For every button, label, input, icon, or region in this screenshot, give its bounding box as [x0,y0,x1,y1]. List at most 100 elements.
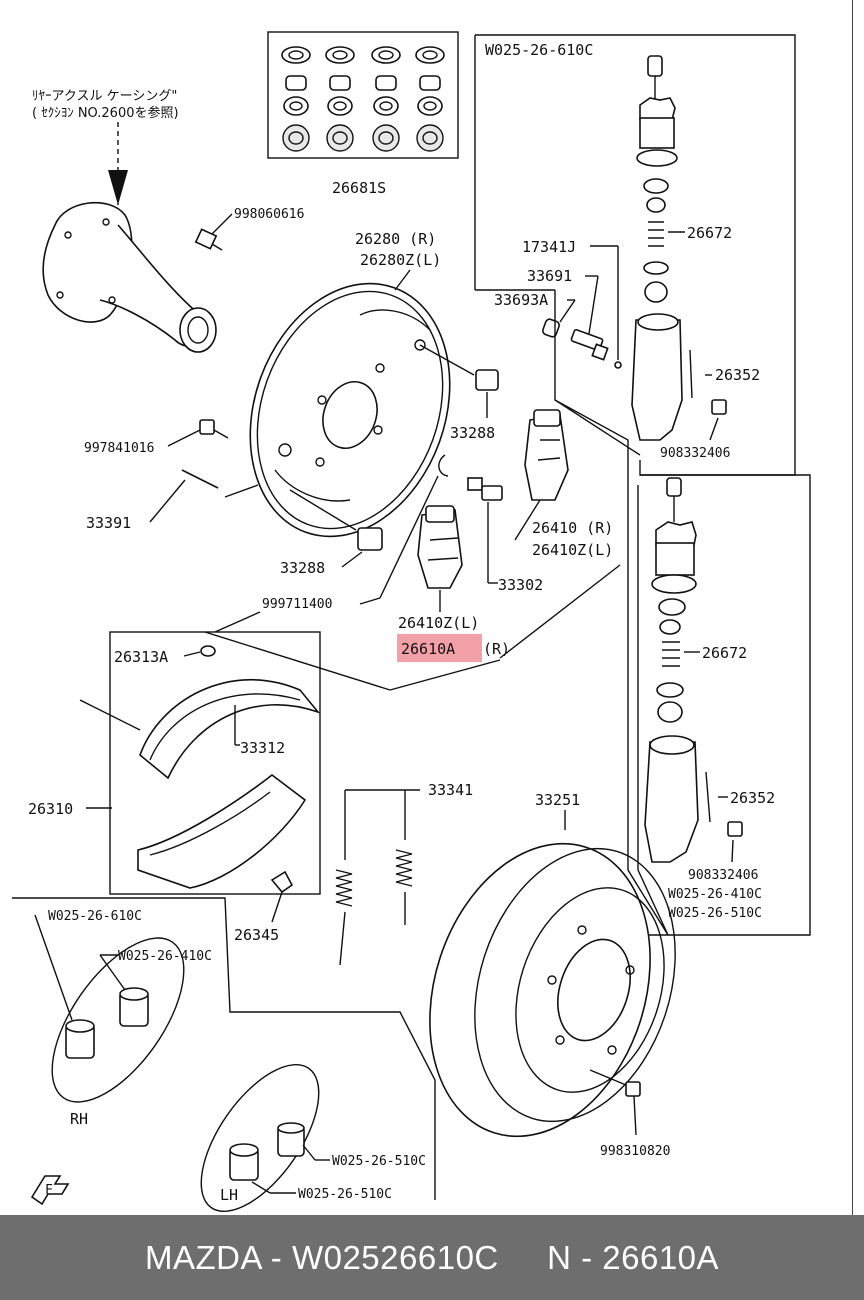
label-26672a: 26672 [687,224,732,242]
clip-33288-upper [419,344,499,391]
seal-kit-parts [281,46,445,152]
cap-33693A [542,318,560,338]
leader-33391 [149,479,186,523]
leader-997841016 [167,429,201,447]
brake-lining-33312 [139,679,321,780]
footer-text: MAZDA - W02526610C N - 26610A [144,1238,720,1276]
parts-diagram: ﾘﾔｰアクスル ケーシング" ( ｾｸｼﾖﾝ NO.2600を参照) 26681… [12,31,811,1213]
leader-33288-lower [341,551,363,568]
lh-label-1: W025-26-510C [332,1154,426,1169]
rh-leader-frame [12,897,436,1200]
lh-cup-b [229,1143,259,1181]
leader-33691 [587,275,599,341]
label-26610A-side: (R) [483,640,510,658]
label-26280: 26280 (R) [355,230,436,248]
label-26410ZL-right: 26410Z(L) [532,541,613,559]
wheel-cylinder-lower [417,505,463,589]
label-33302: 33302 [498,576,543,594]
note-jp-line1: ﾘﾔｰアクスル ケーシング" [32,89,177,104]
brake-drum-33251 [429,842,676,1138]
label-999711400: 999711400 [262,597,332,612]
bolt-998310820 [625,1081,641,1097]
leader-908332406b [731,839,734,863]
front-mark: F [45,1183,53,1198]
label-26310: 26310 [28,800,73,818]
seal-kit-box [267,31,459,159]
rh-cup-b [65,1019,95,1059]
bleeder-33691 [570,328,609,361]
leader-33693A [559,299,576,323]
circlip [438,454,449,477]
kit-top-title: W025-26-610C [485,41,593,59]
kit-box-lower [640,474,811,936]
label-908332406a: 908332406 [660,446,730,461]
bolt-998060616 [194,228,223,251]
highlight-26610A [397,634,482,662]
leader-26410 [514,499,541,541]
clip-33288-lower [289,489,383,551]
label-998060616: 998060616 [234,207,304,222]
label-998310820: 998310820 [600,1144,670,1159]
bolt-997841016 [199,419,229,439]
label-997841016: 997841016 [84,441,154,456]
lh-cup-a [277,1122,305,1157]
clip-26345 [270,870,294,894]
label-33312: 33312 [240,739,285,757]
lh-label-2: W025-26-510C [298,1187,392,1202]
front-arrow-icon [30,1175,70,1206]
plug-26313A [200,645,216,657]
rh-label-2: W025-26-410C [118,949,212,964]
label-33288-lower: 33288 [280,559,325,577]
page-border [852,0,853,1215]
pin-33391 [181,469,219,489]
label-33391: 33391 [86,514,131,532]
rh-oval [51,937,185,1103]
label-33251: 33251 [535,791,580,809]
label-26280Z: 26280Z(L) [360,251,441,269]
kit-mid-2: W025-26-510C [668,906,762,921]
rh-label-1: W025-26-610C [48,909,142,924]
leader-26345 [271,891,283,923]
footer-bar: MAZDA - W02526610C N - 26610A [0,1215,864,1300]
label-26681S: 26681S [332,179,386,197]
lh-caption: LH [220,1186,238,1204]
label-26410R: 26410 (R) [532,519,613,537]
backing-plate [249,282,451,538]
label-17341J: 17341J [522,238,576,256]
label-26345: 26345 [234,926,279,944]
wheel-cylinder-upper [524,409,569,501]
label-26672b: 26672 [702,644,747,662]
rh-cup-a [119,987,149,1027]
arrow-note-icon [108,170,128,205]
bolt-908332406b [727,821,743,837]
label-26610A: 26610A [401,640,455,658]
leader-999711400 [379,475,439,599]
note-jp-line2: ( ｾｸｼﾖﾝ NO.2600を参照) [32,105,179,121]
leader-33391-a [224,484,259,498]
label-26313A: 26313A [114,648,168,666]
leader-998310820 [633,1095,637,1136]
bleeder-33302 [467,477,503,501]
bolt-908332406a [711,399,727,415]
leader-26610A [499,564,621,659]
leader-998060616 [211,213,233,235]
label-908332406b: 908332406 [688,868,758,883]
label-26352a: 26352 [715,366,760,384]
label-33288-upper: 33288 [450,424,495,442]
axle-housing-illustration [42,201,217,353]
label-33341: 33341 [428,781,473,799]
lh-oval [200,1063,320,1213]
wheel-cylinder-exploded-lower [644,477,711,863]
label-33693A: 33693A [494,291,548,309]
wheel-cylinder-exploded-upper [631,55,693,441]
rh-caption: RH [70,1110,88,1128]
kit-mid-1: W025-26-410C [668,887,762,902]
ball-17341J [614,361,622,369]
label-33691: 33691 [527,267,572,285]
label-26352b: 26352 [730,789,775,807]
leader-26280 [394,269,411,291]
label-26410ZL: 26410Z(L) [398,614,479,632]
spring-33341 [335,789,420,966]
brake-shoe-26310 [137,773,307,889]
leader-908332406a [709,417,719,441]
